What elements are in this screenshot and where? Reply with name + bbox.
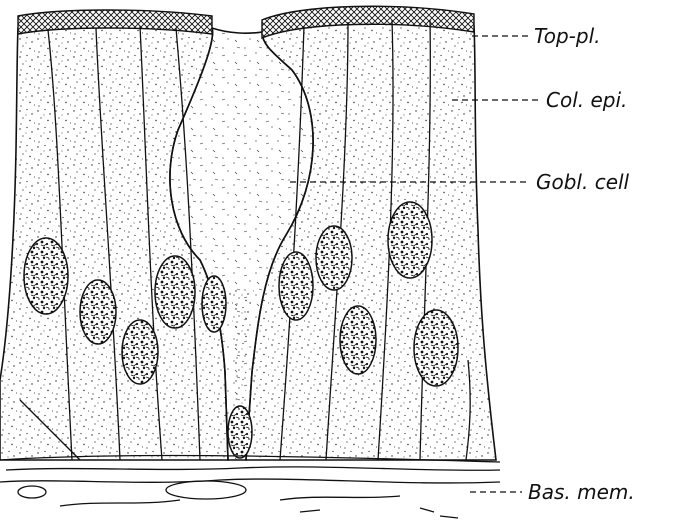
nucleus bbox=[316, 226, 352, 290]
columnar-epithelium-label: Col. epi. bbox=[546, 88, 627, 112]
top-plate-label: Top-pl. bbox=[534, 24, 601, 48]
nucleus bbox=[202, 276, 226, 332]
nucleus bbox=[155, 256, 195, 328]
basement-membrane-label: Bas. mem. bbox=[528, 480, 635, 504]
nucleus bbox=[279, 252, 313, 320]
nucleus bbox=[414, 310, 458, 386]
labels: Top-pl. Col. epi. Gobl. cell Bas. mem. bbox=[528, 24, 635, 504]
nucleus bbox=[122, 320, 158, 384]
nucleus bbox=[388, 202, 432, 278]
epithelium bbox=[0, 6, 500, 518]
basement-membrane bbox=[0, 456, 500, 518]
nucleus bbox=[340, 306, 376, 374]
nucleus bbox=[80, 280, 116, 344]
nucleus bbox=[228, 406, 252, 458]
nucleus bbox=[24, 238, 68, 314]
goblet-cell-label: Gobl. cell bbox=[536, 170, 630, 194]
